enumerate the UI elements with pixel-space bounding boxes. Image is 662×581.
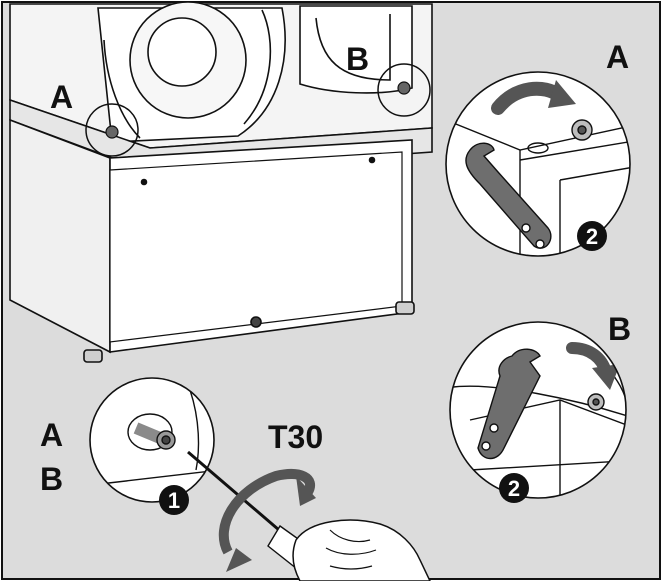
detail-b (449, 321, 627, 499)
label-tool-t30: T30 (268, 419, 323, 455)
step-number-b: 2 (508, 476, 520, 501)
step-badge-1 (159, 485, 189, 515)
label-detail-b: B (608, 311, 631, 347)
screw-b-marker (397, 81, 411, 95)
detail-a (445, 71, 631, 257)
drum-center (147, 17, 217, 87)
screw-location-a (85, 103, 139, 157)
detail-b-border (449, 321, 627, 499)
step-number-1: 1 (168, 488, 180, 513)
screw-location-b (377, 63, 431, 117)
rotation-arrow-screwdriver (218, 469, 315, 555)
label-screw-a: A (40, 417, 63, 453)
screw-detail (89, 377, 215, 503)
label-top-a: A (50, 79, 73, 115)
hand (292, 519, 431, 581)
label-screw-b: B (40, 461, 63, 497)
detail-a-border (445, 71, 631, 257)
step-badge-b (499, 473, 529, 503)
step-number-a: 2 (586, 224, 598, 249)
label-top-b: B (346, 41, 369, 77)
step-badge-a (577, 221, 607, 251)
screw-a-marker (105, 125, 119, 139)
washer-machine (9, 1, 433, 363)
screw-detail-border (89, 377, 215, 503)
label-detail-a: A (606, 39, 629, 75)
wrench-a (465, 142, 552, 249)
